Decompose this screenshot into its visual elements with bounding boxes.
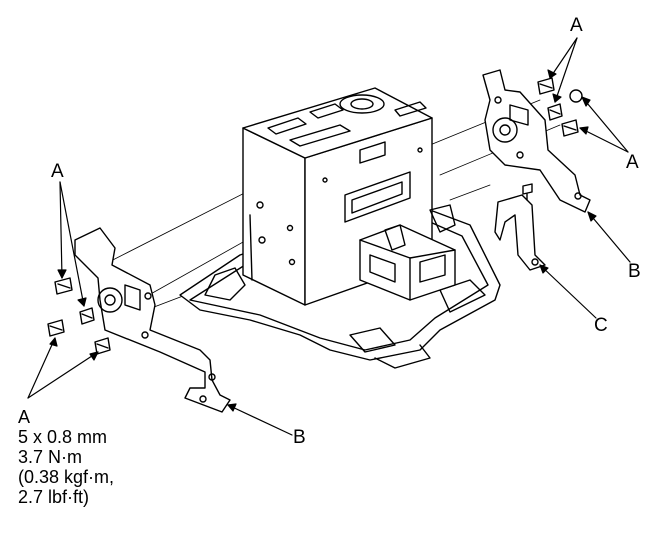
control-module	[359, 204, 456, 301]
spec-torque-lbf: 2.7 lbf·ft)	[18, 487, 90, 507]
leader-lines	[27, 37, 631, 436]
right-screws	[537, 77, 583, 137]
callout-c-right: C	[594, 315, 608, 336]
callout-b-bottom: B	[293, 427, 306, 448]
left-bracket	[74, 227, 231, 413]
right-bracket	[482, 69, 591, 213]
spec-torque-kgf: (0.38 kgf·m,	[18, 467, 115, 487]
spec-label: A	[18, 407, 31, 427]
small-bracket	[494, 183, 546, 271]
callout-a-left-top: A	[51, 161, 64, 182]
callout-b-right: B	[628, 261, 641, 282]
torque-spec: A 5 x 0.8 mm 3.7 N·m (0.38 kgf·m, 2.7 lb…	[18, 407, 114, 507]
spec-torque-nm: 3.7 N·m	[18, 447, 83, 467]
spec-size: 5 x 0.8 mm	[18, 427, 108, 447]
callout-a-top-right: A	[570, 15, 583, 36]
left-screws	[47, 277, 111, 355]
callout-a-right: A	[626, 152, 639, 173]
